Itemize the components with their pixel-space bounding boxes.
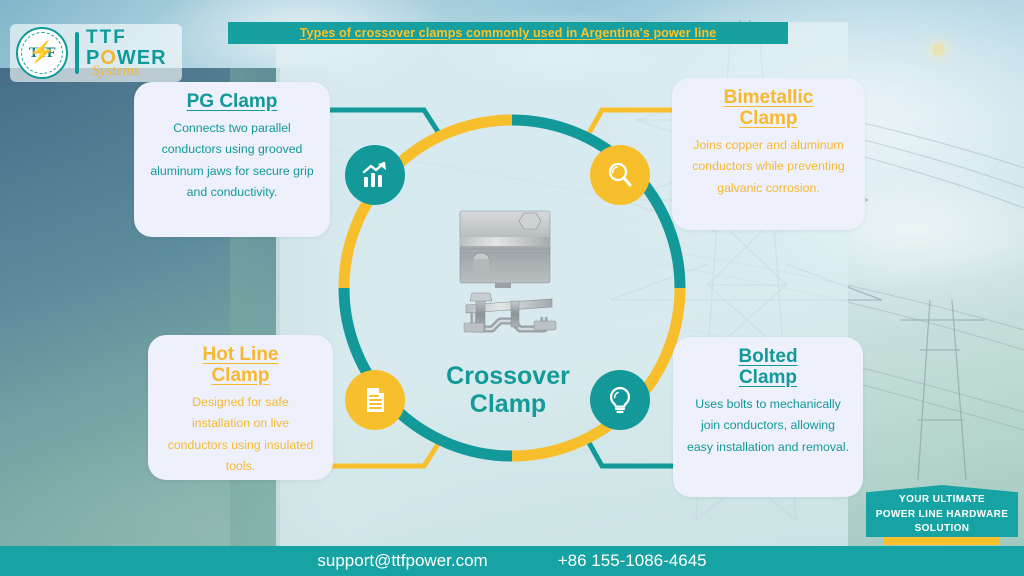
logo-line-power: POWER bbox=[86, 48, 167, 68]
magnifier-glyph bbox=[608, 162, 632, 187]
card-pg-body: Connects two parallel conductors using g… bbox=[150, 120, 314, 200]
clamp-product-image bbox=[459, 210, 557, 333]
card-bimetallic-title-line1: Bimetallic bbox=[723, 87, 814, 108]
tagline-line1: YOUR ULTIMATE bbox=[899, 494, 985, 505]
logo-wordmark: TTF POWER Systems bbox=[86, 28, 167, 79]
page-title-banner: Types of crossover clamps commonly used … bbox=[228, 22, 788, 44]
logo-badge-text: TTF bbox=[28, 44, 56, 61]
card-bolted-title: Bolted Clamp bbox=[687, 346, 849, 389]
logo-power-wer: WER bbox=[116, 46, 167, 69]
footer-phone[interactable]: +86 155-1086-4645 bbox=[557, 551, 707, 570]
center-label: Crossover Clamp bbox=[400, 362, 616, 418]
center-label-line2: Clamp bbox=[469, 390, 547, 418]
growth-chart-glyph bbox=[362, 161, 386, 187]
card-hot-line-clamp[interactable]: Hot Line Clamp Designed for safe install… bbox=[148, 335, 333, 480]
logo-badge-ring bbox=[21, 32, 63, 74]
tagline-line2: POWER LINE HARDWARE bbox=[875, 508, 1009, 520]
card-bimetallic-body: Joins copper and aluminum conductors whi… bbox=[692, 137, 845, 195]
document-icon[interactable] bbox=[345, 370, 405, 430]
card-bolted-body: Uses bolts to mechanically join conducto… bbox=[687, 396, 849, 454]
logo-divider bbox=[75, 32, 79, 74]
footer-contact-bar: support@ttfpower.com +86 155-1086-4645 bbox=[0, 546, 1024, 576]
lightbulb-icon[interactable] bbox=[590, 370, 650, 430]
tagline-badge: YOUR ULTIMATE POWER LINE HARDWARE SOLUTI… bbox=[866, 485, 1018, 537]
magnifier-icon[interactable] bbox=[590, 145, 650, 205]
card-pg-clamp[interactable]: PG Clamp Connects two parallel conductor… bbox=[134, 82, 330, 237]
growth-chart-icon[interactable] bbox=[345, 145, 405, 205]
card-bolted-title-line1: Bolted bbox=[738, 346, 798, 367]
page-title: Types of crossover clamps commonly used … bbox=[299, 26, 717, 40]
card-hot-line-title-line2: Clamp bbox=[211, 364, 270, 386]
document-glyph bbox=[367, 388, 384, 412]
brand-logo[interactable]: TTF ⚡ TTF POWER Systems bbox=[10, 24, 182, 82]
card-bimetallic-clamp[interactable]: Bimetallic Clamp Joins copper and alumin… bbox=[672, 78, 865, 230]
tagline-line3: SOLUTION bbox=[914, 523, 970, 534]
logo-line-ttf: TTF bbox=[86, 26, 127, 48]
footer-email[interactable]: support@ttfpower.com bbox=[317, 551, 488, 570]
logo-power-o: O bbox=[100, 46, 117, 69]
card-hot-line-title-line1: Hot Line bbox=[202, 344, 279, 365]
center-label-line1: Crossover bbox=[446, 362, 570, 390]
card-hot-line-title: Hot Line Clamp bbox=[162, 344, 319, 387]
card-hot-line-body: Designed for safe installation on live c… bbox=[167, 394, 314, 474]
logo-line-systems: Systems bbox=[92, 62, 140, 79]
sun-icon bbox=[932, 43, 945, 56]
card-bolted-title-line2: Clamp bbox=[738, 366, 798, 388]
card-bolted-clamp[interactable]: Bolted Clamp Uses bolts to mechanically … bbox=[673, 337, 863, 497]
lightbulb-glyph bbox=[609, 386, 631, 414]
tagline-badge-accent bbox=[884, 537, 1000, 545]
card-pg-title: PG Clamp bbox=[186, 91, 278, 112]
logo-badge-icon: TTF ⚡ bbox=[16, 27, 68, 79]
lightning-bolt-icon: ⚡ bbox=[28, 41, 56, 64]
card-bimetallic-title-line2: Clamp bbox=[739, 107, 798, 129]
logo-power-p: P bbox=[86, 46, 101, 69]
card-bimetallic-title: Bimetallic Clamp bbox=[686, 87, 851, 130]
